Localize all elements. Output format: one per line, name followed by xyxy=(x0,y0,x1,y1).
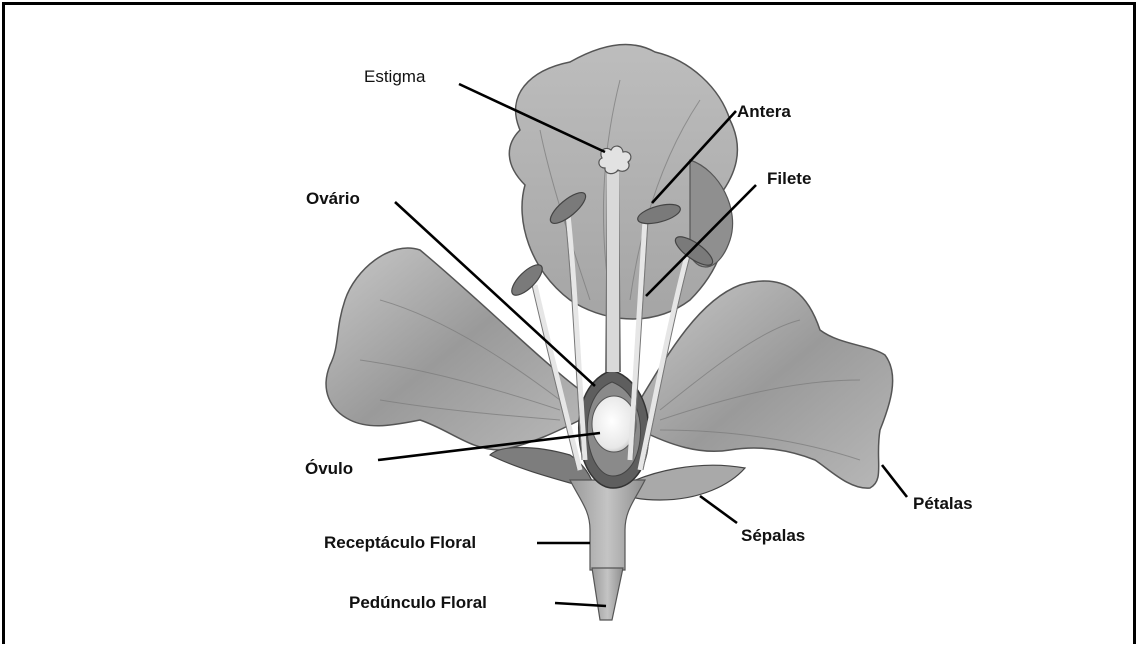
label-sepalas: Sépalas xyxy=(741,526,805,545)
leader-sepalas xyxy=(700,496,737,523)
label-ovario: Ovário xyxy=(306,189,360,208)
right-petal xyxy=(640,281,893,488)
label-antera: Antera xyxy=(737,102,791,121)
label-petalas: Pétalas xyxy=(913,494,973,513)
label-pedunculo: Pedúnculo Floral xyxy=(349,593,487,612)
label-filete: Filete xyxy=(767,169,811,188)
left-petal xyxy=(326,248,580,450)
label-estigma: Estigma xyxy=(364,67,426,86)
receptacle xyxy=(570,480,645,570)
label-ovulo: Óvulo xyxy=(305,459,353,478)
label-receptaculo: Receptáculo Floral xyxy=(324,533,476,552)
leader-petalas xyxy=(882,465,907,497)
peduncle xyxy=(592,568,623,620)
